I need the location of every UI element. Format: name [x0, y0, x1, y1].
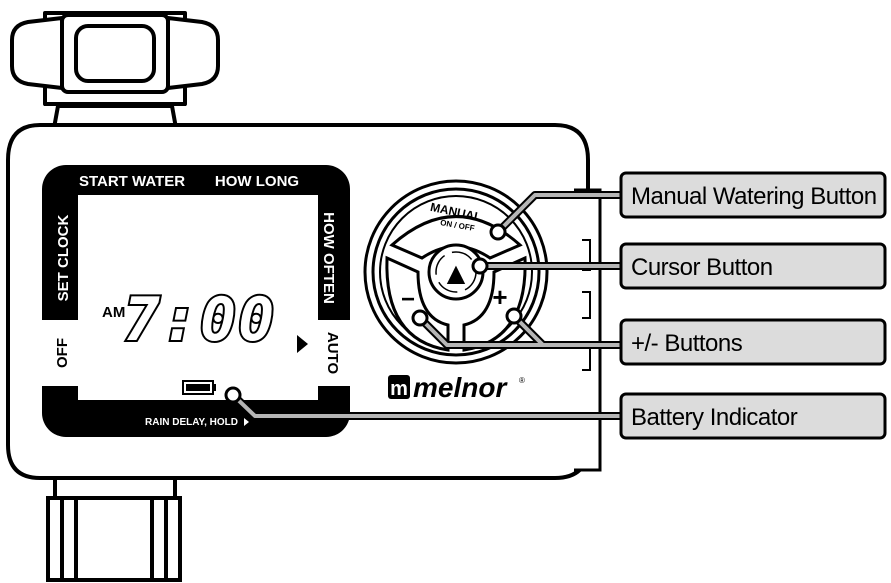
how-often-label: HOW OFTEN: [320, 212, 337, 304]
auto-arrow-icon: [297, 335, 308, 353]
leader-lines: [224, 191, 626, 420]
off-label: OFF: [54, 338, 71, 368]
plus-button-label[interactable]: +: [492, 282, 507, 312]
start-water-label: START WATER: [79, 173, 185, 190]
auto-label: AUTO: [324, 332, 341, 375]
callout-cursor: Cursor Button: [619, 242, 887, 290]
how-long-label: HOW LONG: [215, 173, 299, 190]
melnor-logo: m melnor ®: [388, 372, 525, 403]
callout-plusminus-text: +/- Buttons: [631, 330, 743, 357]
time-display: 7:00: [124, 285, 277, 355]
melnor-logo-text: melnor: [413, 372, 508, 403]
hose-connector: [46, 476, 182, 582]
cursor-triangle-icon: ▲: [447, 259, 466, 287]
callout-battery-text: Battery Indicator: [631, 404, 798, 431]
melnor-logo-mark: m: [390, 378, 408, 400]
set-clock-label: SET CLOCK: [55, 215, 72, 302]
rain-delay-label: RAIN DELAY, HOLD: [145, 417, 238, 428]
lcd-panel: [42, 165, 352, 437]
am-indicator: AM: [102, 304, 125, 321]
callout-battery: Battery Indicator: [619, 392, 887, 440]
callout-manual: Manual Watering Button: [619, 171, 887, 219]
faucet-connector: [10, 11, 220, 130]
rain-delay-arrow-icon: [244, 418, 249, 426]
battery-icon: [182, 380, 216, 395]
registered-mark: ®: [519, 376, 525, 385]
minus-button-label[interactable]: −: [401, 286, 415, 313]
callout-cursor-text: Cursor Button: [631, 254, 773, 281]
callout-manual-text: Manual Watering Button: [631, 183, 877, 210]
callout-plusminus: +/- Buttons: [619, 318, 887, 366]
